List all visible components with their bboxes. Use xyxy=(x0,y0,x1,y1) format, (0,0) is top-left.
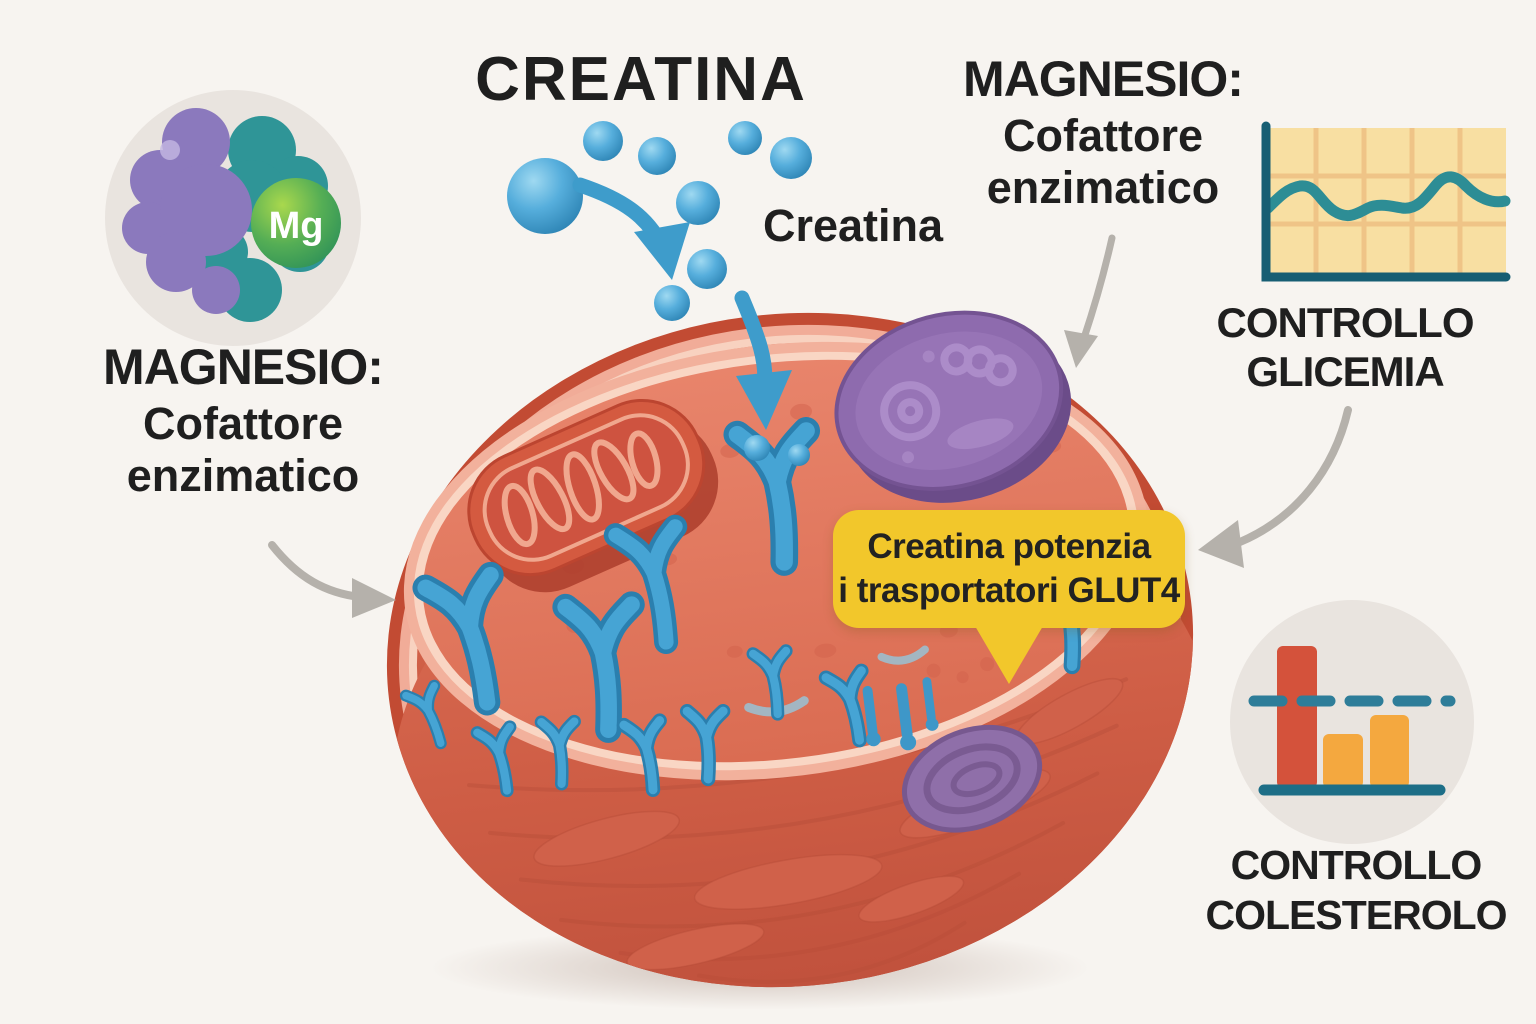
mg-sphere-icon: Mg xyxy=(251,178,341,268)
enzyme-blob-purple xyxy=(122,108,252,314)
callout-tail xyxy=(975,626,1043,684)
cholesterol-caption-line1: CONTROLLO xyxy=(1230,842,1483,888)
creatine-molecules-icon xyxy=(507,121,812,321)
chart-grid xyxy=(1268,128,1506,274)
bar-orange-2 xyxy=(1370,715,1409,788)
glycemia-caption-line1: CONTROLLO xyxy=(1216,299,1475,346)
bar-orange-1 xyxy=(1323,734,1363,788)
glycemia-caption-line2: GLICEMIA xyxy=(1246,348,1444,395)
membrane-collar xyxy=(877,645,929,665)
mg-symbol: Mg xyxy=(269,205,324,247)
callout-line1: Creatina potenzia xyxy=(867,527,1151,566)
guide-arrow-right-icon xyxy=(1198,406,1352,568)
magnesio-left-line2: enzimatico xyxy=(126,450,360,501)
creatina-particles-label: Creatina xyxy=(762,200,944,251)
mitochondrion-icon xyxy=(467,398,719,593)
magnesio-right-heading: MAGNESIO: xyxy=(963,51,1244,107)
chart-axes xyxy=(1261,121,1511,282)
magnesio-left-line1: Cofattore xyxy=(143,398,343,449)
glycemia-line-chart-icon xyxy=(1261,121,1511,282)
cholesterol-caption: CONTROLLO COLESTEROLO xyxy=(1205,840,1507,940)
guide-arrow-topright-icon xyxy=(1064,234,1116,368)
magnesium-molecule-icon: Mg xyxy=(105,90,361,346)
magnesio-left-heading: MAGNESIO: xyxy=(103,339,384,395)
glycemia-caption: CONTROLLO GLICEMIA xyxy=(1216,298,1475,396)
creatina-title: CREATINA xyxy=(475,45,807,114)
blob-highlight xyxy=(160,140,180,160)
callout-line2: i trasportatori GLUT4 xyxy=(838,571,1180,610)
glucose-wave-line xyxy=(1262,171,1511,222)
organelle-icon xyxy=(901,724,1043,833)
nucleus-icon xyxy=(834,310,1072,503)
muscle-cell-illustration xyxy=(386,310,1214,1024)
bar-red xyxy=(1277,646,1317,788)
magnesio-right-line1: Cofattore xyxy=(1003,110,1203,161)
magnesio-right-line2: enzimatico xyxy=(986,162,1220,213)
glut4-callout-bubble: Creatina potenzia i trasportatori GLUT4 xyxy=(833,510,1185,684)
creatine-entry-arrow-icon xyxy=(572,177,810,466)
guide-arrow-left-icon xyxy=(268,541,396,618)
cholesterol-caption-line2: COLESTEROLO xyxy=(1205,892,1507,938)
cholesterol-bar-chart-icon xyxy=(1230,600,1474,844)
